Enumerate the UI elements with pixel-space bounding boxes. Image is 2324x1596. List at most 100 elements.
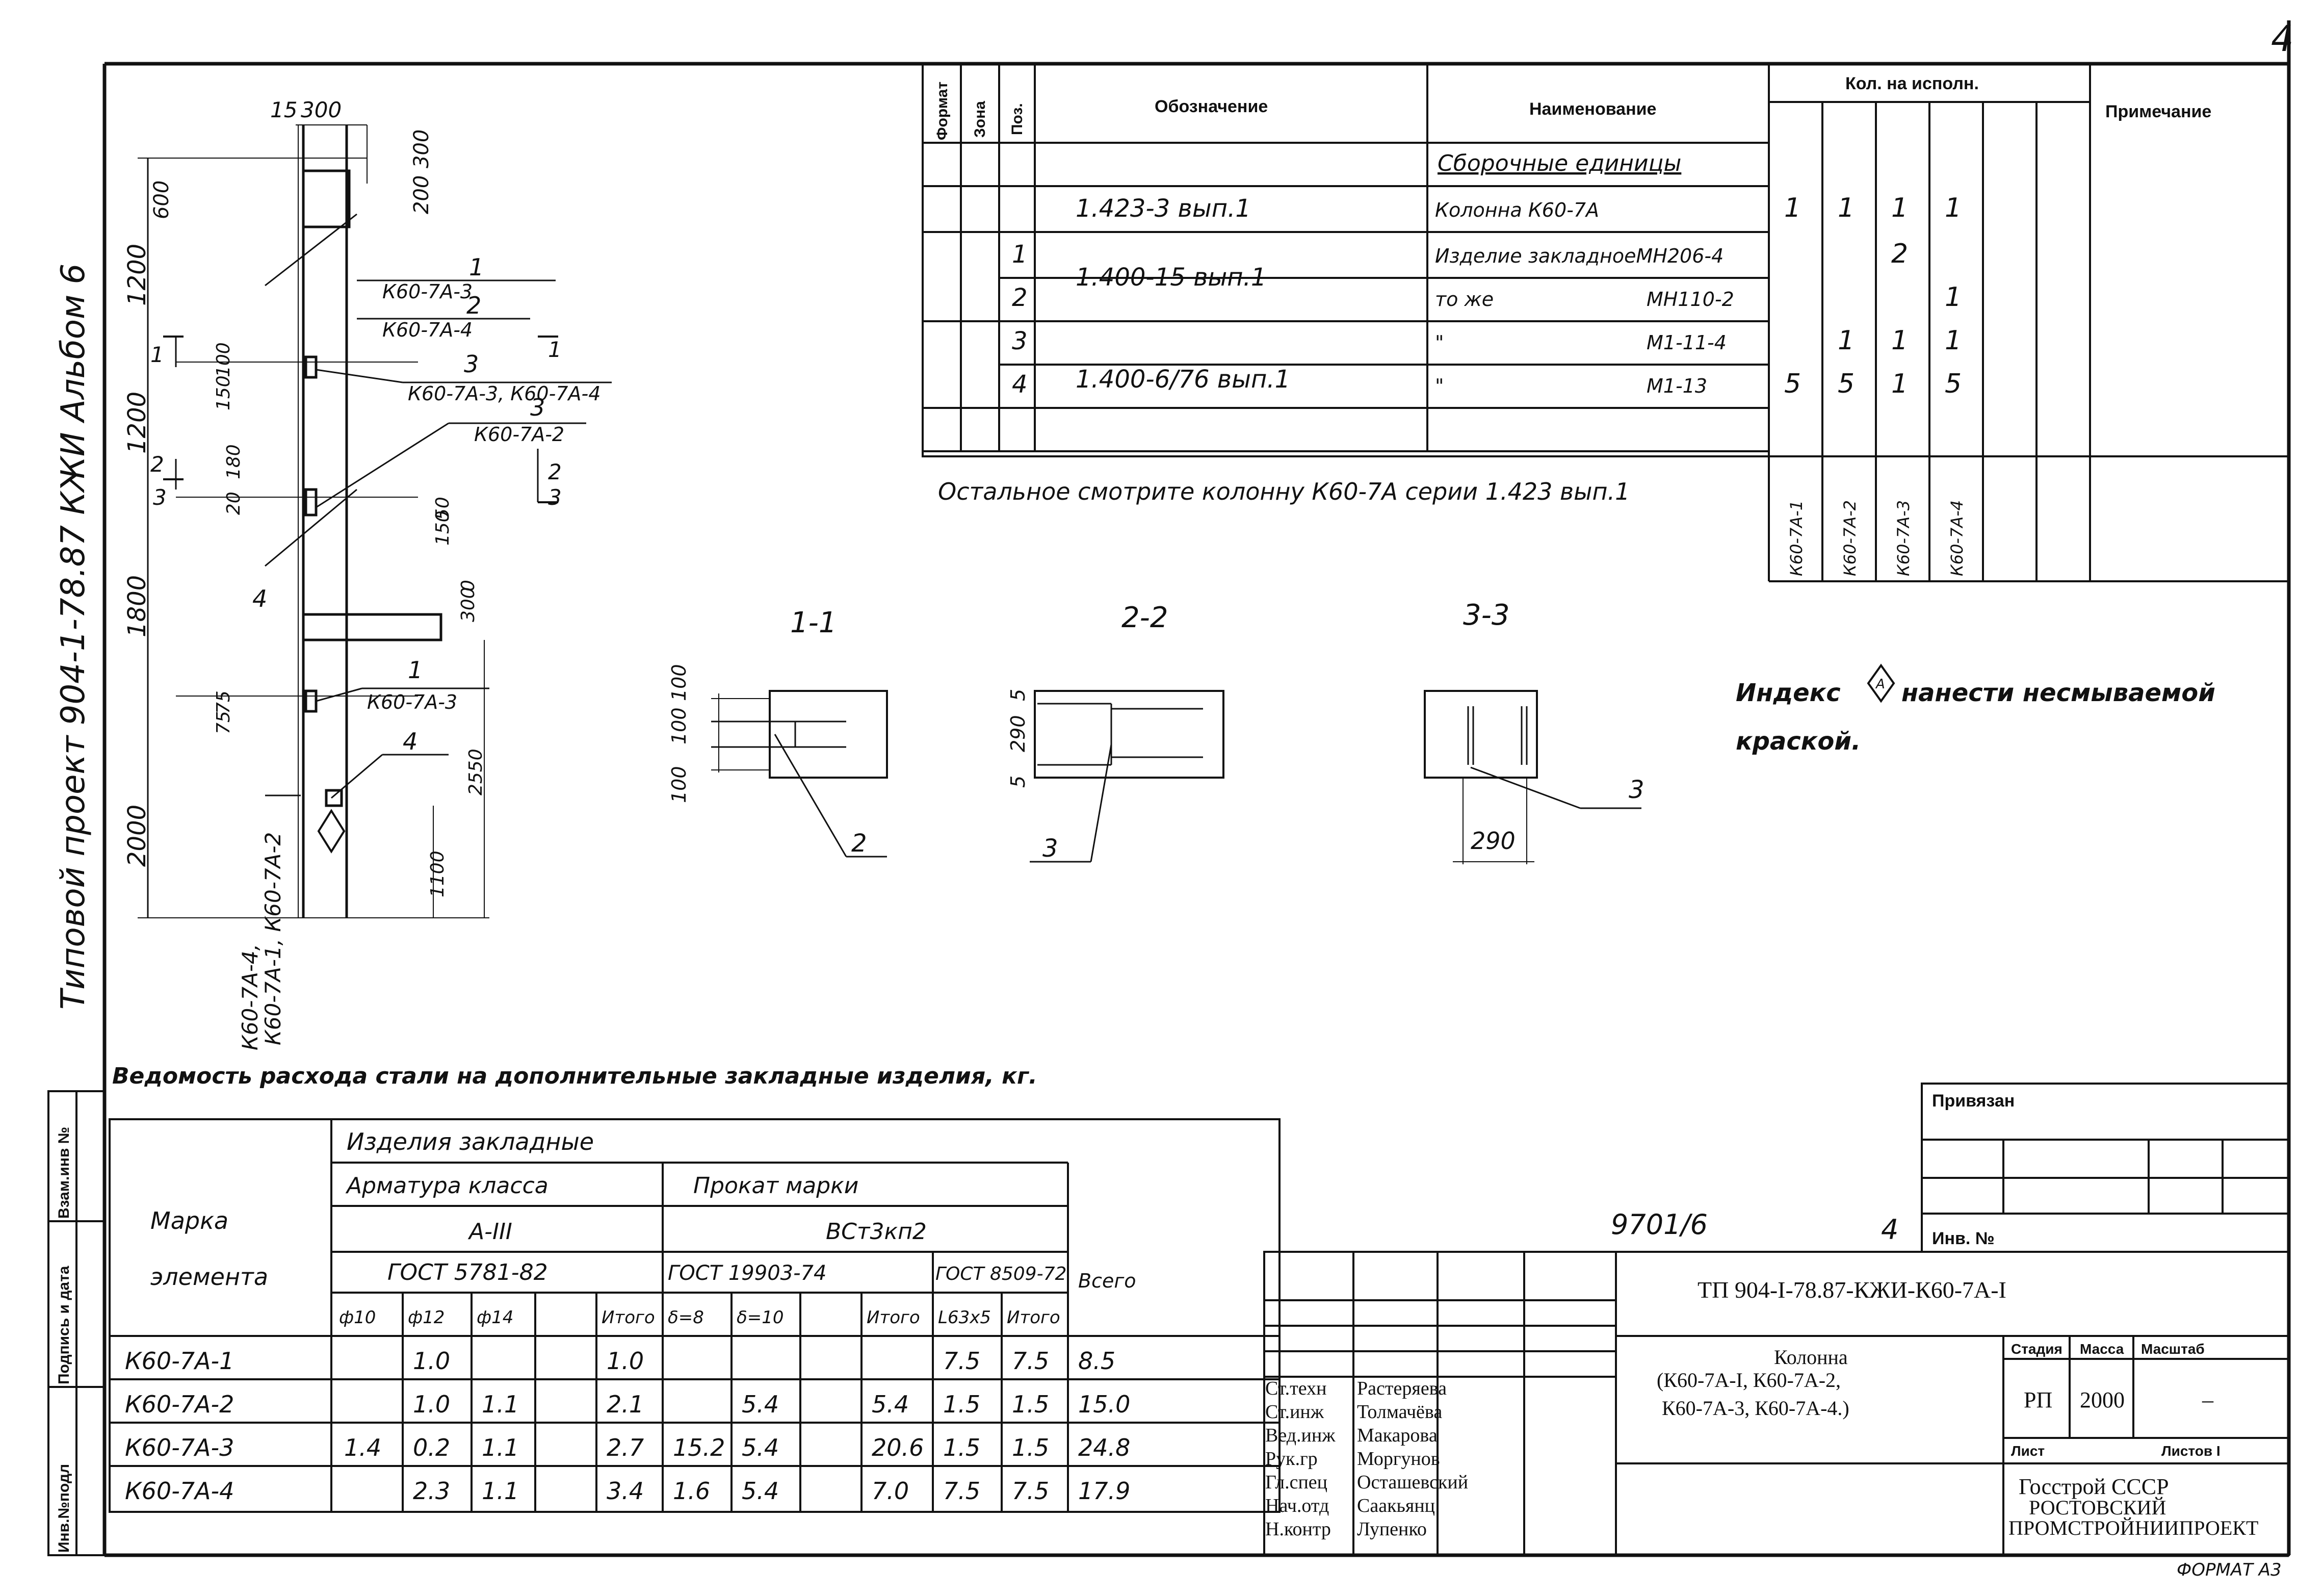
steel-title: Ведомость расхода стали на дополнительны… <box>112 1063 1037 1089</box>
section-title-2-2: 2-2 <box>1121 601 1168 634</box>
stamp-sheet-label: Лист <box>2011 1443 2045 1459</box>
bottom-label-2: К60-7А-1, К60-7А-2 <box>260 832 285 1045</box>
sec2-dim-a: 5 <box>1007 689 1029 701</box>
stamp-person-name: Растеряева <box>1357 1378 1447 1399</box>
spec-row-qty: 1 <box>1945 193 1962 223</box>
stamp-inv: Инв. № <box>1932 1229 1995 1248</box>
dim-small: 1100 <box>427 851 448 897</box>
spec-row-qty: 1 <box>1891 193 1908 223</box>
stamp-person-role: Вед.инж <box>1265 1425 1336 1446</box>
stamp-stage: РП <box>2024 1387 2052 1412</box>
steel-col-header: Итого <box>1007 1307 1060 1328</box>
section-mark: 1 <box>548 337 562 362</box>
dim-small: 100 <box>213 342 234 377</box>
spec-section-title: Сборочные единицы <box>1438 150 1681 176</box>
steel-row-value: 7.0 <box>872 1477 909 1505</box>
spec-header-note: Примечание <box>2105 102 2211 121</box>
spec-row-name: Колонна К60-7А <box>1435 199 1599 221</box>
callout-number: 1 <box>408 656 423 684</box>
callout-number: 4 <box>403 728 417 755</box>
steel-row-value: 1.1 <box>482 1477 519 1505</box>
steel-row-value: 5.4 <box>742 1391 779 1418</box>
bottom-label-1: К60-7А-4, <box>238 944 263 1050</box>
spec-header-zone: Зона <box>972 101 988 138</box>
steel-col-header: ф10 <box>339 1307 376 1328</box>
section-title-1-1: 1-1 <box>790 606 837 639</box>
dim-left-1200a: 1200 <box>123 244 151 306</box>
spec-row-designation: 1.423-3 вып.1 <box>1076 194 1251 223</box>
steel-row-value: 5.4 <box>872 1391 909 1418</box>
note-line1-end: нанести несмываемой <box>1901 679 2215 707</box>
spec-row-qty: 1 <box>1838 325 1855 356</box>
spec-row-pos: 4 <box>1012 370 1028 399</box>
section-mark: 2 <box>150 452 164 477</box>
dim-small: 20 <box>223 492 244 515</box>
steel-row-value: 15.2 <box>673 1434 725 1461</box>
spec-row-pos: 1 <box>1012 240 1028 269</box>
note-symbol: А <box>1875 677 1885 692</box>
steel-armature: Арматура класса <box>345 1173 549 1199</box>
spec-row-name: " <box>1435 375 1444 397</box>
callout-k60-7a-3: К60-7А-3 <box>382 280 473 303</box>
note-line1-start: Индекс <box>1736 679 1841 707</box>
stamp-stage-label: Стадия <box>2011 1341 2062 1357</box>
spec-row-name-code: М1-11-4 <box>1647 331 1727 354</box>
stamp-title: Колонна <box>1774 1346 1848 1369</box>
callout-number: 3 <box>530 394 545 421</box>
section-mark: 2 <box>548 459 562 484</box>
stamp-title3: К60-7А-3, К60-7А-4.) <box>1662 1397 1849 1420</box>
steel-row-value: 1.5 <box>943 1434 980 1461</box>
steel-row-value: 1.5 <box>943 1391 980 1418</box>
section-mark: 1 <box>150 342 164 367</box>
steel-row-value: 2.1 <box>607 1391 644 1418</box>
stamp-grid <box>1263 1083 2290 1556</box>
steel-col-header: δ=10 <box>737 1307 784 1328</box>
stamp-sheets-label: Листов I <box>2161 1443 2221 1459</box>
spec-row-name-code: М1-13 <box>1647 375 1707 397</box>
stamp-format: ФОРМАТ А3 <box>2177 1560 2282 1580</box>
stamp-mass-label: Масса <box>2080 1341 2124 1357</box>
dim-left-2000: 2000 <box>123 805 151 867</box>
steel-group: Изделия закладные <box>347 1128 594 1155</box>
callout-number: 4 <box>252 585 267 612</box>
dim-small: 0 <box>458 580 479 591</box>
sec2-callout: 3 <box>1042 834 1058 863</box>
steel-row-value: 2.3 <box>413 1477 450 1505</box>
steel-row-mark: К60-7А-1 <box>125 1347 234 1375</box>
stamp-person-name: Осташевский <box>1357 1472 1468 1493</box>
variant-label: К60-7А-1 <box>1787 500 1806 576</box>
stamp-person-role: Ст.инж <box>1265 1401 1324 1423</box>
dim-right-200: 200 <box>410 175 433 214</box>
dim-right-300: 300 <box>410 130 433 168</box>
spec-header-pos: Поз. <box>1009 103 1026 135</box>
spec-header-name: Наименование <box>1529 99 1656 119</box>
steel-armature-class: А-III <box>467 1219 512 1245</box>
steel-row-value: 1.6 <box>673 1477 710 1505</box>
left-strip-vzam: Взам.инв № <box>56 1127 72 1219</box>
spec-row-qty: 1 <box>1945 325 1962 356</box>
steel-row-value: 7.5 <box>943 1477 980 1505</box>
spec-row-pos: 2 <box>1012 284 1028 312</box>
sec1-callout: 2 <box>851 829 867 858</box>
spec-row-name: Изделие закладноеМН206-4 <box>1435 245 1724 267</box>
stamp-scale-label: Масштаб <box>2141 1341 2205 1357</box>
dim-top-300: 300 <box>301 97 342 122</box>
sec1-dim-b: 100 <box>668 707 690 744</box>
dim-small: 150 <box>213 375 234 410</box>
spec-row-qty: 1 <box>1891 369 1908 399</box>
dim-small: 300 <box>458 587 479 622</box>
steel-gost1: ГОСТ 5781-82 <box>387 1259 548 1285</box>
dim-small: 180 <box>223 444 244 479</box>
spec-row-qty: 1 <box>1945 282 1962 313</box>
page-number: 4 <box>2271 18 2294 60</box>
left-strip-inv: Инв.№подл <box>56 1464 72 1553</box>
section-mark: 3 <box>548 485 562 510</box>
spec-row-qty: 1 <box>1784 193 1801 223</box>
sec1-dim-a: 100 <box>668 664 690 701</box>
dim-small: 75 <box>213 711 234 734</box>
